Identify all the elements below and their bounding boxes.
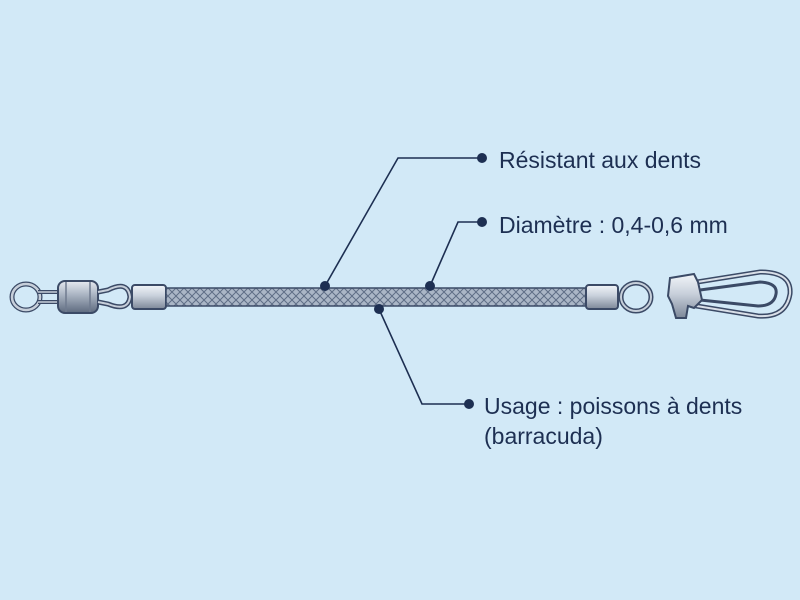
left-swivel-ring <box>9 281 58 313</box>
callout-dot <box>425 281 435 291</box>
callout-diameter: Diamètre : 0,4-0,6 mm <box>499 212 728 238</box>
braided-wire <box>165 287 587 307</box>
callout-dot <box>477 217 487 227</box>
callout-usage: Usage : poissons à dents (barracuda) <box>484 391 742 451</box>
snap-clip <box>666 269 793 319</box>
callout-teeth-resistant: Résistant aux dents <box>499 147 702 173</box>
callout-dot <box>477 153 487 163</box>
callout-usage-line1: Usage : poissons à dents <box>484 393 743 419</box>
swivel-eye <box>97 283 133 310</box>
callout-usage-line2: (barracuda) <box>484 423 603 449</box>
swivel-barrel <box>57 280 99 314</box>
callout-line-usage <box>378 308 469 405</box>
callout-line-teeth <box>324 157 482 287</box>
left-crimp-sleeve <box>131 284 167 310</box>
callout-dot <box>374 304 384 314</box>
callout-dot <box>320 281 330 291</box>
callout-dot <box>464 399 474 409</box>
callout-line-diameter <box>429 221 482 287</box>
right-crimp-sleeve <box>585 284 619 310</box>
right-split-ring <box>618 280 654 314</box>
